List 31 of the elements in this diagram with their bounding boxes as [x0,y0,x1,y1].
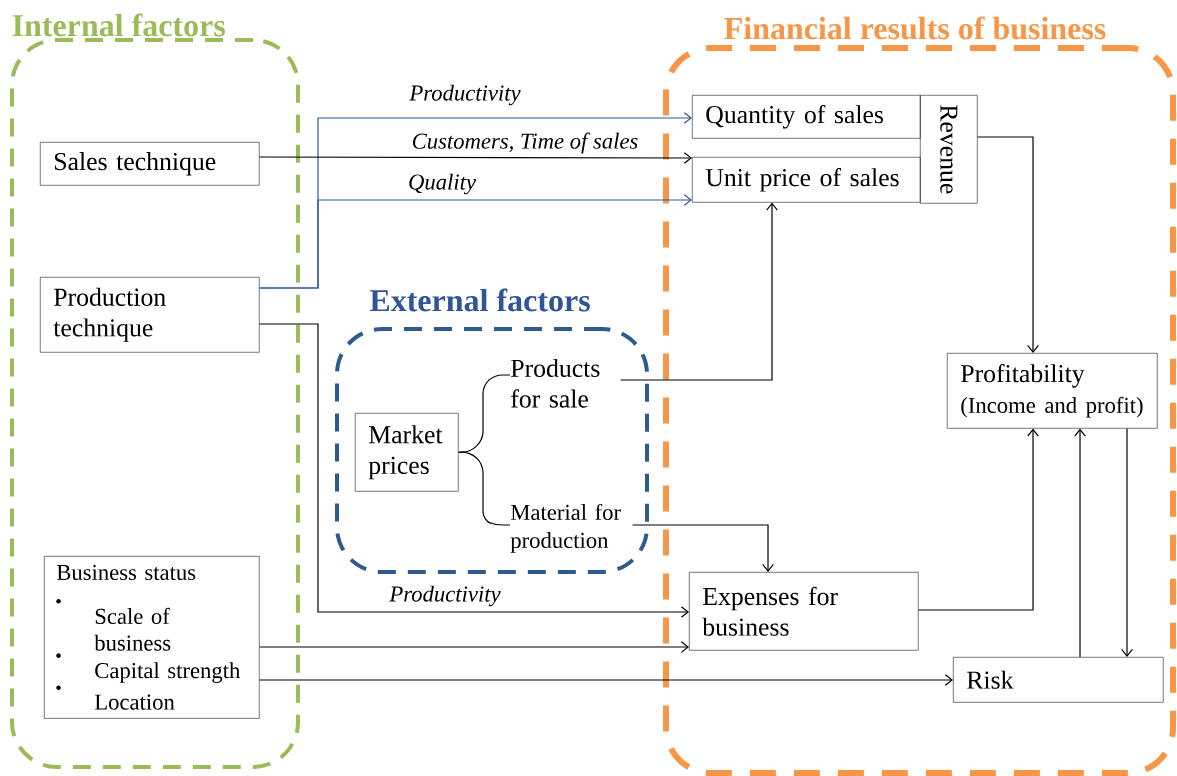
process-box: Risk [953,657,1164,703]
arrow [258,152,692,164]
arrow [258,194,692,289]
brace-line [457,451,511,526]
edge-label: Productivity [408,83,522,107]
arrow [976,136,1039,353]
process-box: Sales technique [40,142,260,186]
arrow [258,641,689,653]
group-title: Internal factors [12,13,225,37]
process-box: Production technique [40,277,260,353]
item-text: Products for sale [511,358,600,408]
arrow [619,202,778,381]
edge-label: Quality [406,172,478,196]
arrow [631,524,774,572]
edge-label: Customers, Time of sales [410,131,640,155]
group-title: External factors [369,288,590,312]
arrow [917,428,1039,611]
list-box: Business status Scale of business Capital strength Location [44,556,260,719]
process-box: Unit price of sales [692,157,921,203]
process-box: Profitability (Income and profit) [947,353,1158,429]
group-title: Financial results of business [724,16,1106,40]
arrow [258,323,689,618]
arrow [1121,427,1133,657]
edge-label: Productivity [388,584,502,608]
arrow [1074,428,1086,658]
process-box: Expenses for business [689,572,919,651]
process-box: Market prices [355,413,459,492]
item-text: Material for production [510,503,621,553]
arrow [258,674,953,686]
label-box: Revenue [920,95,978,204]
process-box: Quantity of sales [692,95,921,139]
